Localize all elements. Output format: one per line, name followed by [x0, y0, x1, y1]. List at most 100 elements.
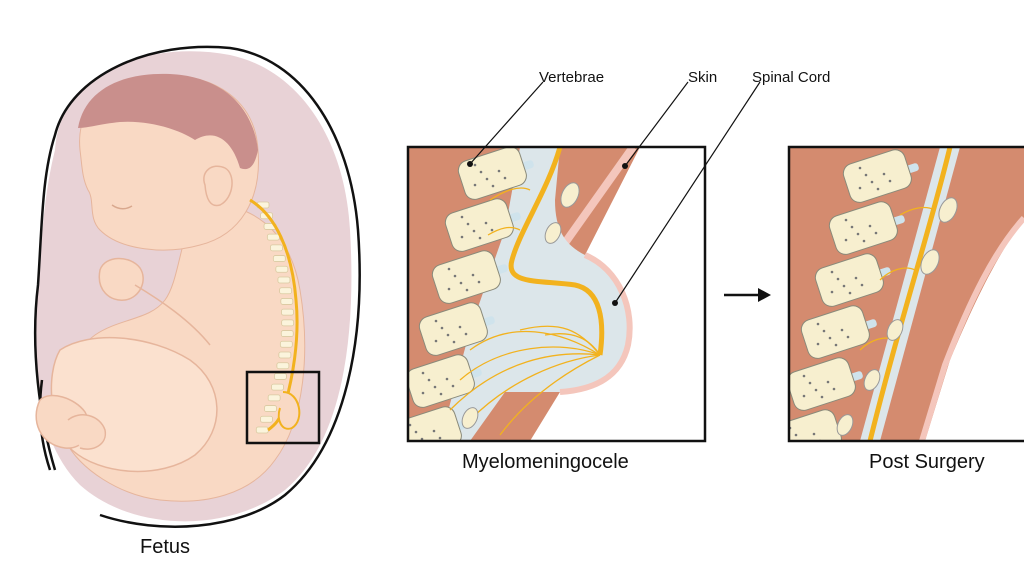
bone-texture: [434, 339, 438, 343]
bone-texture: [816, 342, 820, 346]
bone-texture: [479, 170, 483, 174]
bone-texture: [868, 224, 872, 228]
bone-texture: [477, 280, 481, 284]
fetus-arm: [134, 284, 211, 346]
bone-texture: [812, 432, 816, 436]
fetus-vertebra: [271, 383, 284, 391]
bone-texture: [874, 231, 878, 235]
fetus-vertebra: [272, 255, 286, 262]
bone-texture: [451, 384, 455, 388]
bone-texture: [490, 228, 494, 232]
bone-texture: [840, 328, 844, 332]
bone-texture: [876, 187, 880, 191]
bone-texture: [427, 378, 431, 382]
bone-texture: [421, 391, 425, 395]
bone-texture: [860, 283, 864, 287]
bone-texture: [427, 445, 430, 448]
leader-lines: [469, 81, 761, 304]
vertebrae-column-b: [789, 149, 919, 441]
bone-texture: [433, 385, 437, 389]
arrow-right-icon: [724, 288, 771, 302]
fat-oval: [938, 197, 958, 223]
vertebra: [842, 149, 912, 203]
bone-texture: [864, 173, 868, 177]
fat-oval: [461, 407, 479, 429]
fetus-eye: [111, 204, 133, 210]
fetus-vertebra: [279, 340, 293, 348]
bone-texture: [438, 436, 442, 440]
bone-texture: [808, 381, 812, 385]
bone-texture: [458, 325, 462, 329]
fetus-hand: [98, 257, 144, 301]
caption-post-surgery: Post Surgery: [869, 451, 985, 473]
fetus-vertebra: [278, 351, 292, 359]
nerve-fibers-a: [449, 187, 601, 436]
bone-texture: [830, 290, 834, 294]
bone-texture: [816, 322, 820, 326]
label-skin: Skin: [688, 69, 718, 86]
bone-texture: [882, 172, 886, 176]
bone-texture: [464, 332, 468, 336]
fetus-vertebra: [270, 244, 283, 252]
bone-texture: [820, 395, 824, 399]
bone-texture: [440, 326, 444, 330]
fat-oval: [836, 414, 854, 436]
csf-sac: [440, 147, 630, 441]
bone-texture: [484, 221, 488, 225]
skin-edge-upper: [556, 147, 637, 253]
bone-texture: [826, 380, 830, 384]
bone-texture: [459, 281, 463, 285]
bone-texture: [471, 273, 475, 277]
bone-texture: [485, 177, 489, 181]
bone-texture: [888, 179, 892, 183]
bone-texture: [432, 429, 436, 433]
vertebra: [408, 406, 462, 441]
bone-texture: [830, 270, 834, 274]
bone-texture: [472, 229, 476, 233]
bone-texture: [445, 377, 449, 381]
myelomeningocele-frame: [406, 145, 707, 443]
vertebra: [418, 302, 488, 356]
bone-texture: [844, 238, 848, 242]
bone-texture: [844, 218, 848, 222]
fetus-vertebra: [255, 426, 269, 434]
vertebra: [789, 409, 842, 441]
fetus-spine: [255, 201, 295, 434]
bone-texture: [491, 184, 495, 188]
fetus-vertebra: [275, 265, 289, 273]
fetus-vertebra: [281, 319, 295, 327]
bone-texture: [466, 222, 470, 226]
leader-dots: [467, 161, 628, 306]
fetus-vertebra: [267, 394, 281, 402]
bone-texture: [473, 163, 477, 167]
bone-texture: [503, 176, 507, 180]
post-surgery-panel: [787, 145, 1024, 443]
vertebrae-column-a: [408, 147, 534, 448]
fetus-toes: [67, 414, 107, 450]
myelomeningocele-panel: [406, 145, 707, 448]
fetus-vertebra: [264, 405, 277, 412]
vertebra: [800, 305, 870, 359]
fetus-ear: [203, 165, 233, 207]
bone-texture: [802, 374, 806, 378]
bone-texture: [858, 186, 862, 190]
bone-texture: [497, 169, 501, 173]
bone-texture: [850, 225, 854, 229]
bone-texture: [834, 343, 838, 347]
fat-oval: [560, 182, 580, 208]
bone-texture: [862, 239, 866, 243]
fetus-vertebra: [277, 276, 291, 284]
label-spinal-cord: Spinal Cord: [752, 69, 831, 86]
fat-oval: [920, 249, 940, 275]
bone-texture: [420, 437, 424, 441]
fetus-hair: [78, 73, 258, 170]
bone-texture: [447, 287, 451, 291]
bone-texture: [822, 329, 826, 333]
bone-texture: [452, 340, 456, 344]
bone-texture: [794, 433, 798, 437]
fetus-vertebra: [276, 362, 290, 370]
bone-texture: [870, 180, 874, 184]
post-surgery-frame: [787, 145, 1024, 443]
bone-texture: [854, 276, 858, 280]
vertebra: [457, 147, 527, 200]
